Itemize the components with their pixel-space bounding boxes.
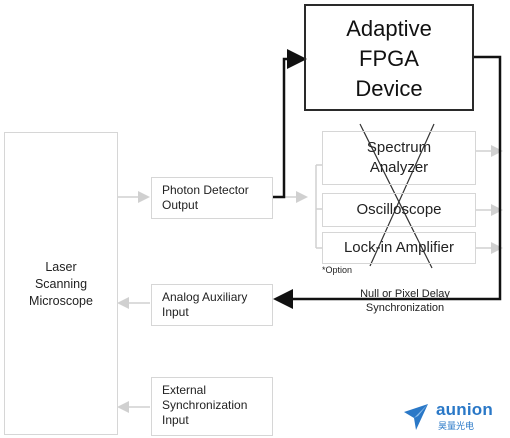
ext-sync-label: External Synchronization Input	[162, 383, 248, 427]
cross-line-2	[369, 123, 435, 267]
lockin-amplifier-label: Lock-in Amplifier	[343, 239, 455, 256]
photon-detector-label: Photon Detector Output	[162, 183, 249, 212]
oscilloscope-box: Oscilloscope	[322, 193, 476, 227]
fpga-label: Adaptive FPGA Device	[346, 16, 432, 101]
arrow-detector-to-fpga	[273, 49, 307, 199]
microscope-box: Laser Scanning Microscope	[4, 132, 118, 435]
option-note: *Option	[322, 265, 353, 275]
cross-line-1	[359, 123, 433, 269]
fpga-box: Adaptive FPGA Device	[304, 4, 474, 111]
microscope-label: Laser Scanning Microscope	[29, 260, 93, 308]
ext-sync-box: External Synchronization Input	[151, 377, 273, 436]
logo-subtitle: 昊量光电	[438, 421, 475, 431]
photon-detector-box: Photon Detector Output	[151, 177, 273, 219]
aunion-bird-icon	[404, 404, 428, 430]
analog-aux-box: Analog Auxiliary Input	[151, 284, 273, 326]
spectrum-analyzer-box: Spectrum Analyzer	[322, 131, 476, 185]
arrow-fpga-to-aux	[273, 55, 502, 309]
sync-note: Null or Pixel Delay Synchronization	[360, 288, 450, 314]
spectrum-analyzer-label: Spectrum Analyzer	[366, 139, 432, 176]
logo-name: aunion	[436, 400, 493, 419]
oscilloscope-label: Oscilloscope	[356, 201, 442, 218]
aunion-logo: aunion 昊量光电	[402, 400, 502, 434]
analog-aux-label: Analog Auxiliary Input	[162, 290, 248, 319]
lockin-amplifier-box: Lock-in Amplifier	[322, 232, 476, 264]
